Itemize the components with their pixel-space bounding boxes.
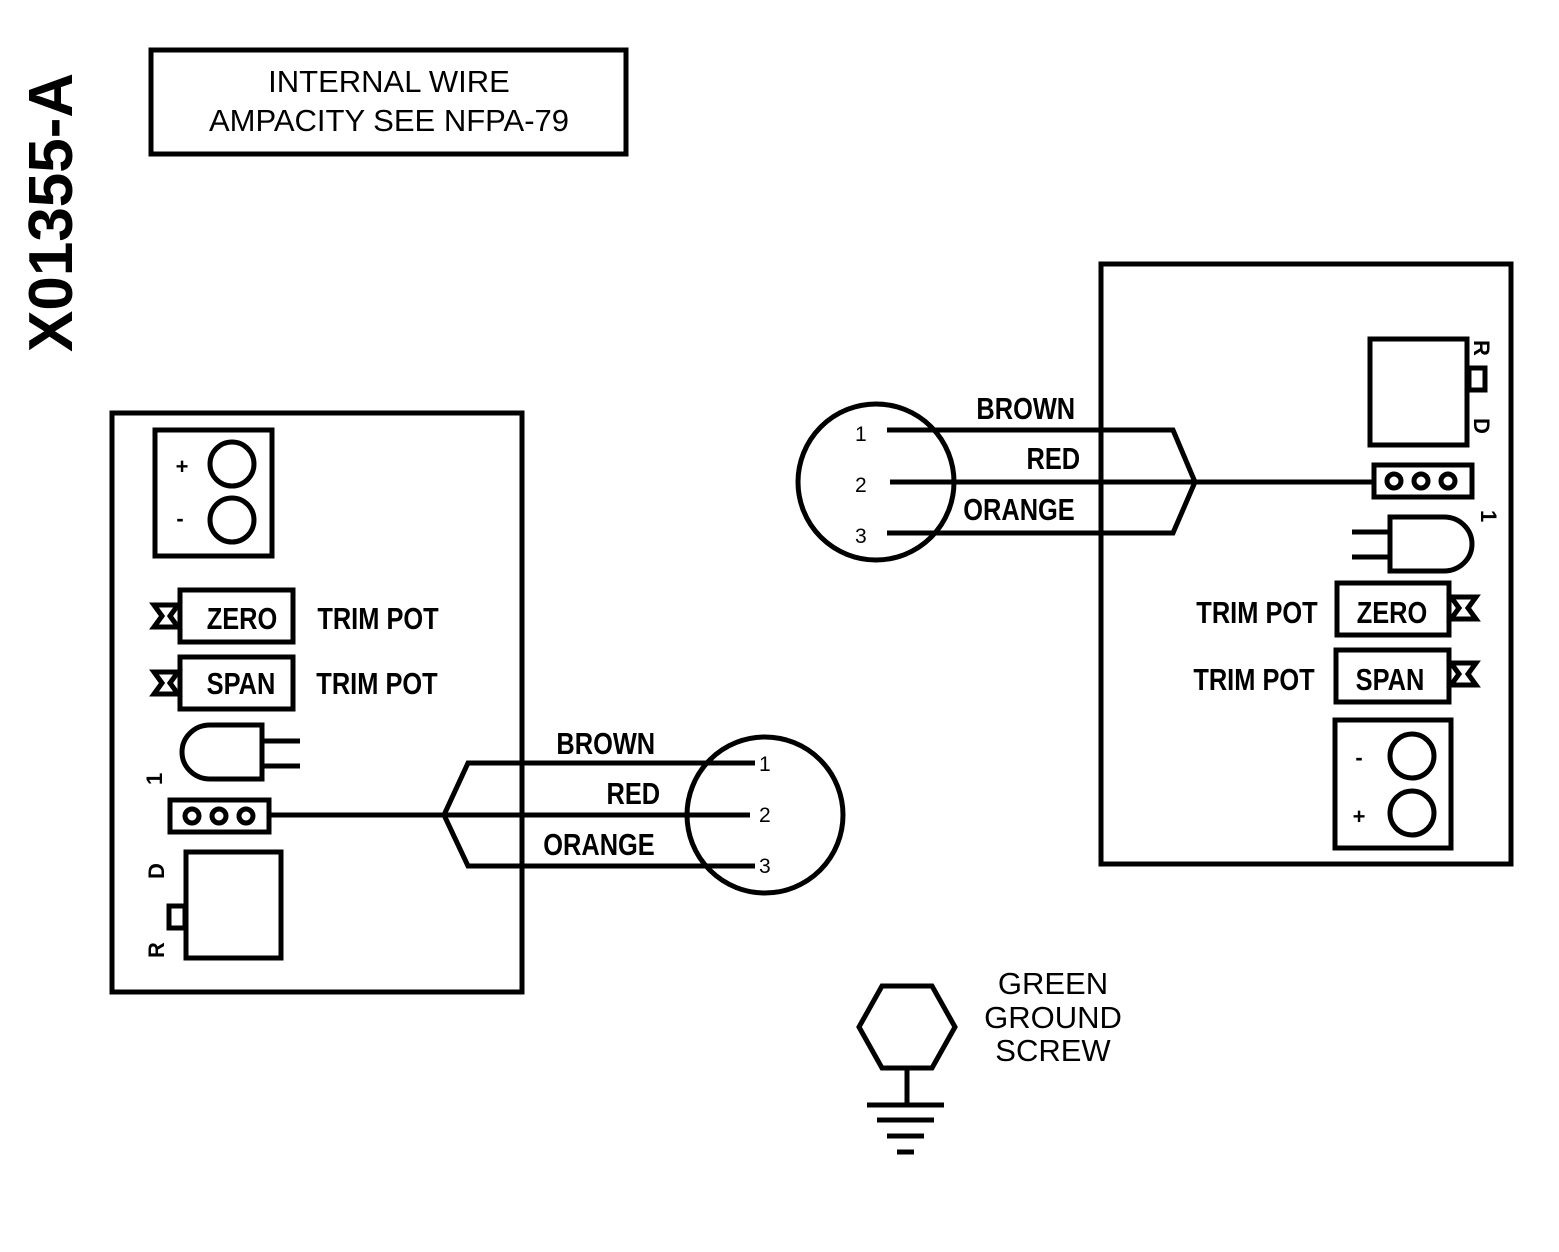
right-r-label: R bbox=[1469, 340, 1494, 356]
right-pin-3: 3 bbox=[855, 525, 867, 548]
right-pin-2: 2 bbox=[855, 474, 867, 497]
left-plus-label: + bbox=[176, 454, 189, 479]
right-wire-red: RED bbox=[1026, 442, 1080, 477]
note-line-1: INTERNAL WIRE bbox=[268, 64, 510, 99]
right-span-trim-text: TRIM POT bbox=[1193, 663, 1314, 698]
left-wire-red: RED bbox=[606, 777, 660, 812]
left-span-trim-text: TRIM POT bbox=[316, 667, 437, 702]
left-pin-2: 2 bbox=[759, 804, 771, 827]
note-line-2: AMPACITY SEE NFPA-79 bbox=[209, 103, 569, 138]
left-pin-3: 3 bbox=[759, 855, 771, 878]
right-wire-orange: ORANGE bbox=[963, 493, 1075, 528]
ampacity-note: INTERNAL WIRE AMPACITY SEE NFPA-79 bbox=[148, 47, 629, 157]
left-sensor-block: D R bbox=[144, 849, 284, 961]
left-connector bbox=[167, 797, 272, 835]
green-ground-screw: GREEN GROUND SCREW bbox=[856, 966, 1122, 1155]
right-d-label: D bbox=[1469, 418, 1494, 434]
left-zero-trim-text: TRIM POT bbox=[317, 602, 438, 637]
left-zero-trim-pot: ZERO TRIM POT bbox=[149, 587, 439, 645]
right-minus-label: - bbox=[1355, 745, 1362, 770]
right-wire-brown: BROWN bbox=[976, 392, 1075, 427]
right-span-trim-pot: SPAN TRIM POT bbox=[1193, 647, 1481, 705]
right-span-label: SPAN bbox=[1356, 663, 1425, 698]
left-power-terminal: + - bbox=[152, 427, 275, 559]
right-cable: BROWN RED ORANGE 1 2 3 bbox=[795, 392, 1374, 563]
right-zero-trim-text: TRIM POT bbox=[1196, 596, 1317, 631]
right-sensor-block: R D bbox=[1367, 336, 1494, 448]
drawing-number: X01355-A bbox=[17, 73, 86, 352]
right-zero-trim-pot: ZERO TRIM POT bbox=[1196, 580, 1481, 638]
ground-line-1: GREEN bbox=[998, 966, 1108, 1001]
right-pin-1: 1 bbox=[855, 423, 867, 446]
left-wire-brown: BROWN bbox=[556, 727, 655, 762]
left-zero-label: ZERO bbox=[207, 602, 278, 637]
left-span-trim-pot: SPAN TRIM POT bbox=[149, 654, 438, 712]
left-wire-orange: ORANGE bbox=[543, 828, 655, 863]
right-connector bbox=[1371, 462, 1475, 500]
right-board: R D 1 ZERO TRIM POT SPAN bbox=[1098, 261, 1514, 867]
ground-line-2: GROUND bbox=[984, 1000, 1122, 1035]
right-power-terminal: - + bbox=[1332, 717, 1454, 851]
left-span-label: SPAN bbox=[207, 667, 276, 702]
left-pin-1: 1 bbox=[759, 753, 771, 776]
left-cable: BROWN RED ORANGE 1 2 3 bbox=[270, 727, 846, 896]
left-minus-label: - bbox=[176, 506, 183, 531]
left-led: 1 bbox=[142, 722, 300, 785]
left-led-pin-label: 1 bbox=[142, 773, 167, 785]
left-r-label: R bbox=[144, 942, 169, 958]
right-led-pin-label: 1 bbox=[1476, 510, 1501, 522]
ground-line-3: SCREW bbox=[995, 1033, 1111, 1068]
right-plus-label: + bbox=[1353, 804, 1366, 829]
left-board: + - ZERO TRIM POT SPAN TRIM POT 1 bbox=[109, 410, 525, 995]
left-d-label: D bbox=[144, 863, 169, 879]
right-zero-label: ZERO bbox=[1357, 596, 1428, 631]
right-led: 1 bbox=[1352, 510, 1501, 574]
